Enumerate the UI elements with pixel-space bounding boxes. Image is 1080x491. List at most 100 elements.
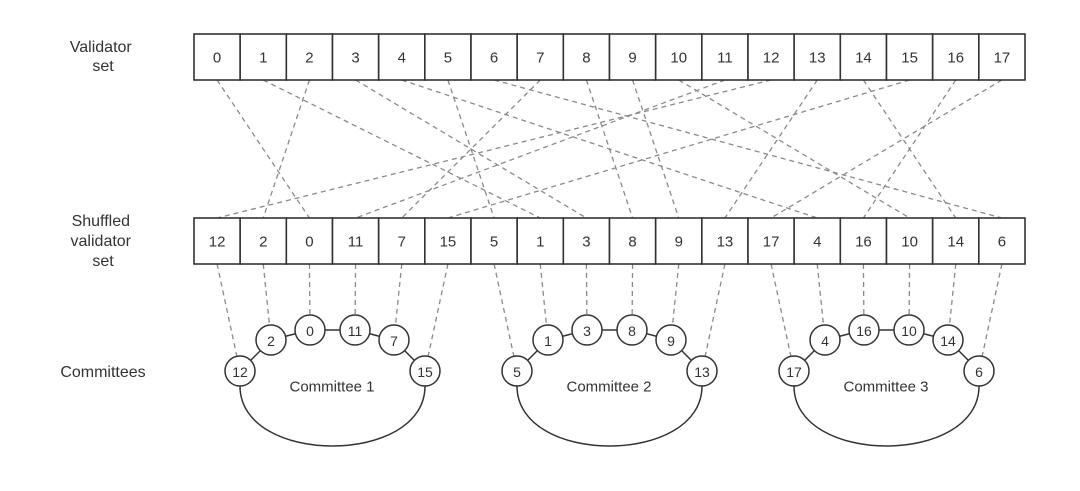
shuffled-set-label-line2: validator (71, 233, 132, 250)
committee-connector-15 (427, 263, 449, 357)
validator-cell-value: 9 (628, 50, 636, 67)
committee-member-node: 6 (963, 355, 995, 387)
shuffled-validator-cell: 7 (377, 217, 426, 265)
validator-cell: 8 (562, 33, 611, 81)
committee-member-value: 4 (821, 333, 829, 349)
validator-cell-value: 17 (994, 50, 1011, 67)
committee-title: Committee 2 (566, 379, 651, 396)
shuffle-connector-6 (493, 79, 1003, 219)
shuffled-validator-cell-box (239, 217, 288, 265)
validator-set-label-line1: Validator (70, 39, 133, 56)
validator-cell: 16 (931, 33, 980, 81)
validator-cell-value: 7 (536, 50, 544, 67)
committee-connector-5 (493, 263, 515, 357)
shuffled-validator-cell-value: 12 (209, 234, 226, 251)
shuffled-validator-cell-box (285, 217, 334, 265)
committee-member-value: 1 (544, 333, 552, 349)
validator-cell: 10 (654, 33, 703, 81)
validator-cell-value: 3 (351, 50, 359, 67)
validator-cell-value: 14 (855, 50, 872, 67)
committee-member-value: 3 (583, 323, 591, 339)
shuffled-validator-cell-value: 8 (628, 234, 636, 251)
shuffled-set-label-line1: Shuffled (72, 213, 130, 230)
validator-cell: 12 (747, 33, 795, 81)
validator-cell-box (701, 33, 749, 81)
validator-cell-value: 10 (670, 50, 687, 67)
committee-member-value: 15 (417, 364, 433, 380)
shuffled-validator-cell: 16 (839, 217, 888, 265)
committee-member-circle (409, 355, 441, 387)
committee-connector-17 (770, 263, 792, 357)
committee-member-circle (224, 355, 256, 387)
committee-member-node: 12 (224, 355, 256, 387)
committee-connector-14 (948, 263, 957, 326)
committee-connector-1 (539, 263, 548, 326)
shuffled-validator-cell-value: 10 (901, 234, 918, 251)
shuffled-validator-cell-value: 15 (440, 234, 457, 251)
shuffled-validator-cell: 2 (239, 217, 288, 265)
shuffle-connector-7 (401, 79, 541, 219)
committee-member-node: 15 (409, 355, 441, 387)
validator-cell: 15 (885, 33, 934, 81)
committee-connector-9 (671, 263, 680, 326)
validator-set-label-line2: set (92, 58, 114, 75)
shuffled-validator-cell-box (608, 217, 657, 265)
validator-cell-box (839, 33, 888, 81)
validator-set-label: Validator set (70, 39, 136, 75)
validator-cell-box (377, 33, 426, 81)
shuffle-connector-11 (355, 79, 726, 219)
validator-cell-box (516, 33, 565, 81)
shuffled-validator-cell: 6 (978, 217, 1026, 265)
committee-title: Committee 3 (843, 379, 928, 396)
committee-member-node: 5 (501, 355, 533, 387)
shuffled-validator-cell: 14 (931, 217, 980, 265)
committee-member-circle (848, 314, 880, 346)
committee-member-value: 11 (348, 323, 363, 339)
committee-ring-arc (516, 385, 703, 447)
connector-lines (216, 79, 1003, 357)
shuffled-validator-cell-value: 9 (675, 234, 683, 251)
committee-member-value: 0 (306, 323, 314, 339)
committee-member-circle (963, 355, 995, 387)
shuffled-validator-cell: 9 (654, 217, 703, 265)
committee-member-circle (778, 355, 810, 387)
shuffled-validator-cell-value: 17 (763, 234, 780, 251)
shuffled-validator-cell: 4 (793, 217, 842, 265)
shuffled-validator-cell: 13 (701, 217, 749, 265)
committee-connector-7 (394, 263, 403, 326)
validator-cell-value: 5 (444, 50, 452, 67)
shuffled-validator-cell: 1 (516, 217, 565, 265)
validator-cell: 13 (793, 33, 842, 81)
validator-cell: 5 (424, 33, 472, 81)
shuffled-validator-cell-value: 11 (348, 234, 364, 251)
validator-cell-value: 4 (398, 50, 406, 67)
shuffle-connector-12 (216, 79, 772, 219)
validator-cell-value: 1 (259, 50, 267, 67)
shuffled-validator-cell-value: 1 (536, 234, 544, 251)
shuffled-validator-cell-value: 0 (305, 234, 313, 251)
validator-cell: 6 (470, 33, 518, 81)
validator-cell-value: 2 (305, 50, 313, 67)
committee-member-circle (932, 324, 964, 356)
committee-member-circle (532, 324, 564, 356)
committee-member-node: 10 (893, 314, 925, 346)
shuffled-validator-cell-box (516, 217, 565, 265)
validator-cell: 17 (978, 33, 1026, 81)
committee-member-value: 5 (513, 364, 521, 380)
validator-cell-box (331, 33, 380, 81)
shuffled-validator-cell: 3 (562, 217, 611, 265)
shuffled-validator-cell: 5 (470, 217, 518, 265)
validator-cell-box (424, 33, 472, 81)
shuffled-validator-cell: 12 (193, 217, 241, 265)
validator-cell-box (978, 33, 1026, 81)
validator-cell-box (793, 33, 842, 81)
validator-cell-value: 16 (947, 50, 964, 67)
committee-member-circle (501, 355, 533, 387)
committee-member-value: 10 (901, 323, 917, 339)
committee-member-circle (655, 324, 687, 356)
committees-label: Committees (60, 364, 145, 381)
validator-cell: 4 (377, 33, 426, 81)
